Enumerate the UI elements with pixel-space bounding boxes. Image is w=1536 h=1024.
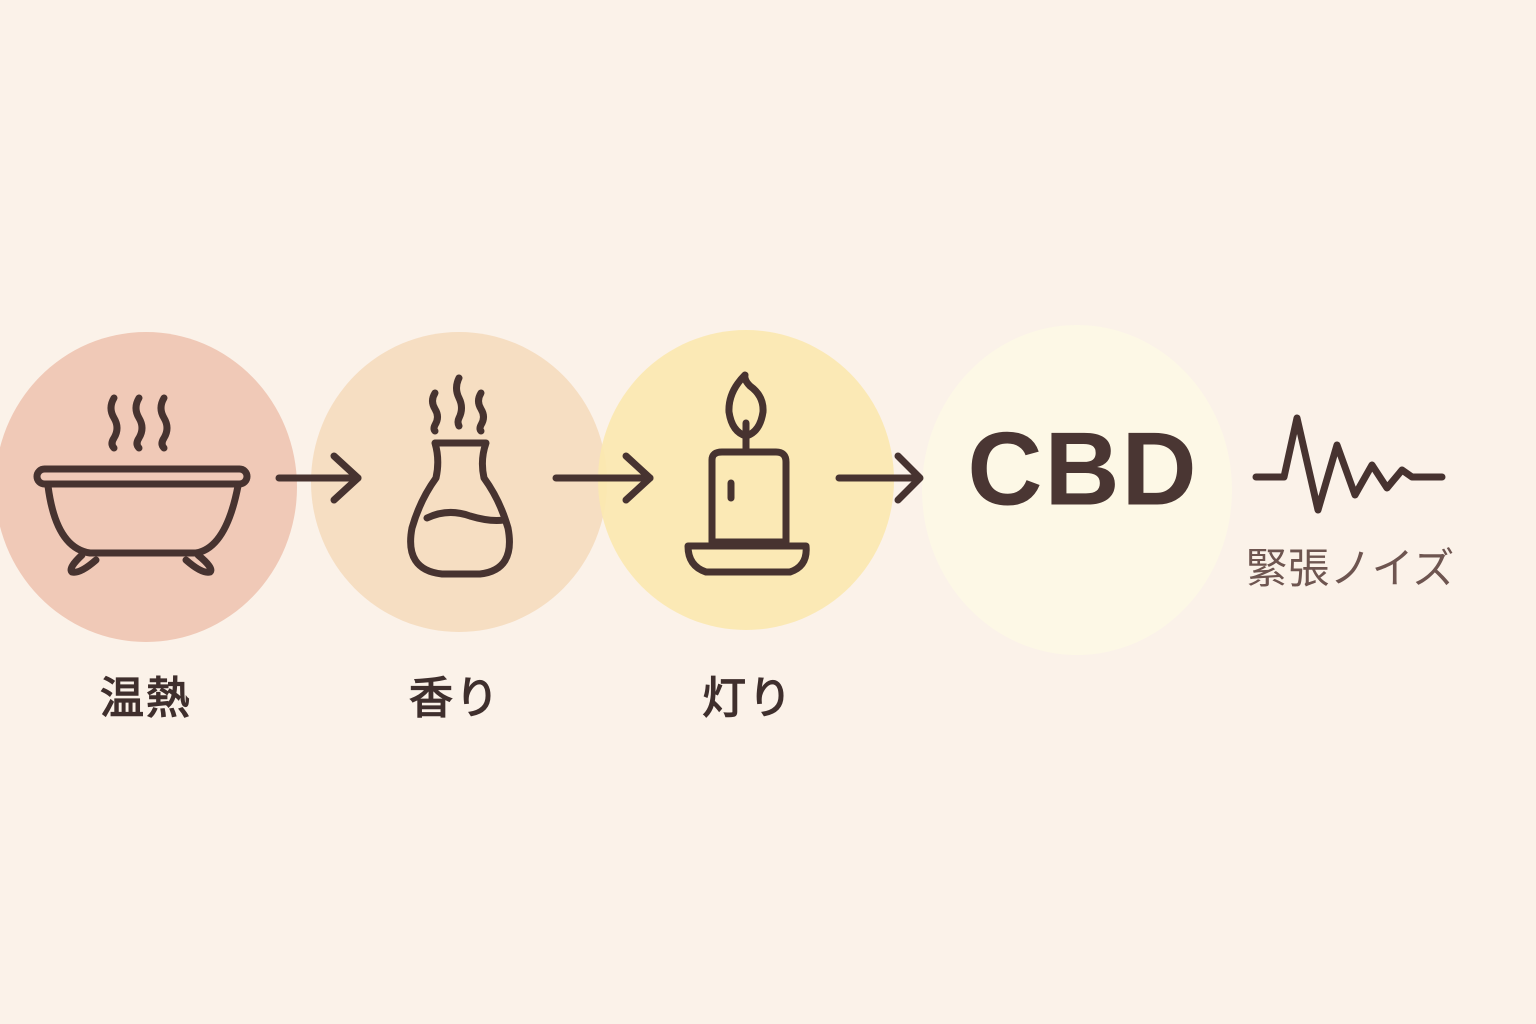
tension-noise-label: 緊張ノイズ bbox=[1245, 544, 1455, 593]
step-label-heat: 温熱 bbox=[100, 673, 192, 724]
arrow-right-icon bbox=[275, 452, 362, 504]
arrow-right-icon bbox=[552, 452, 654, 504]
arrow-right-icon bbox=[835, 452, 924, 504]
aroma-diffuser-icon bbox=[407, 374, 513, 578]
bathtub-steam-icon bbox=[33, 394, 251, 576]
step-label-light: 灯り bbox=[702, 673, 794, 724]
candle-icon bbox=[684, 371, 810, 576]
cbd-circle bbox=[922, 325, 1232, 655]
tension-wave-icon bbox=[1252, 414, 1446, 514]
step-label-scent: 香り bbox=[409, 673, 501, 724]
cbd-label: CBD bbox=[967, 411, 1199, 528]
